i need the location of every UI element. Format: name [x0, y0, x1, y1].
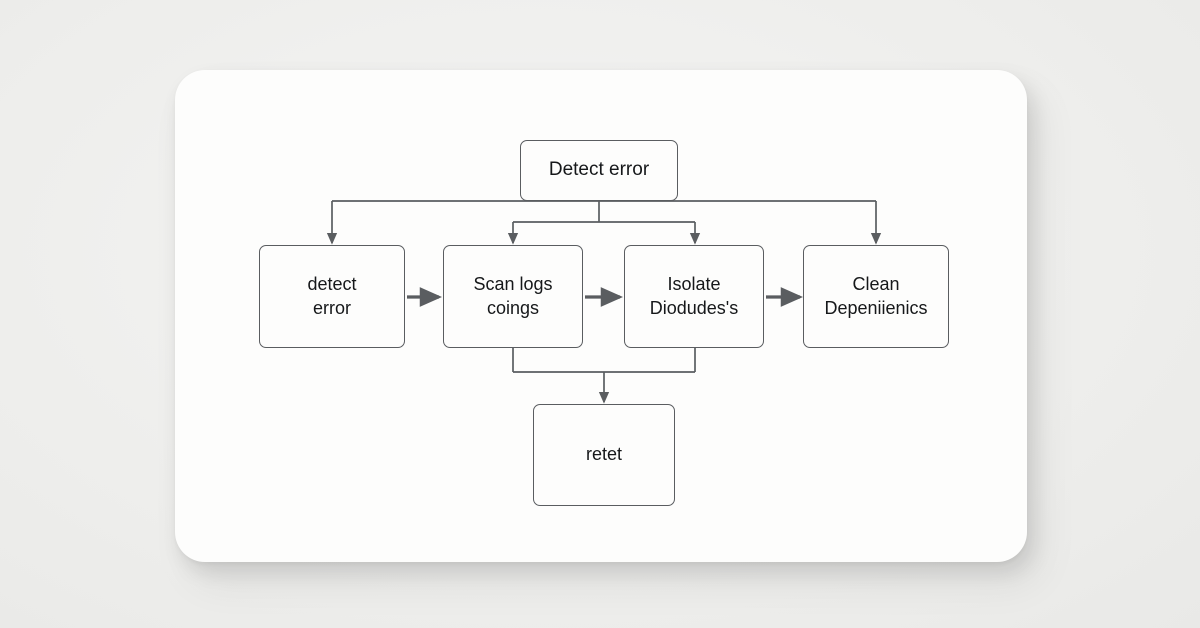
node-label: detect error	[307, 274, 357, 318]
node-label: Isolate Diodudes's	[649, 274, 739, 318]
node-label: retet	[585, 444, 623, 465]
node-detect-error-root[interactable]: Detect error	[520, 140, 678, 201]
node-label: Scan logs coings	[473, 274, 553, 318]
node-detect-error[interactable]: detect error	[259, 245, 405, 348]
node-isolate-diodudes[interactable]: Isolate Diodudes's	[624, 245, 764, 348]
node-scan-logs[interactable]: Scan logs coings	[443, 245, 583, 348]
node-retet[interactable]: retet	[533, 404, 675, 506]
node-label: Clean Depeniienics	[824, 274, 928, 318]
node-clean-depeniienics[interactable]: Clean Depeniienics	[803, 245, 949, 348]
node-label: Detect error	[548, 159, 650, 181]
